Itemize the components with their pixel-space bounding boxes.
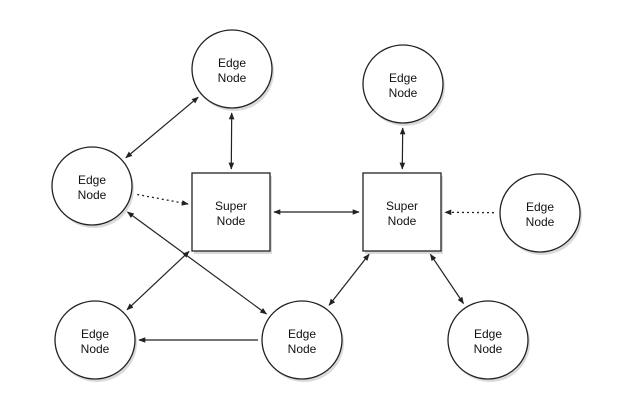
node-label-line: Node (389, 86, 418, 100)
node-label-line: Edge (81, 327, 109, 341)
edge-node-circle (447, 300, 529, 380)
connection-super-right-to-edge-bottom-middle (328, 253, 370, 306)
node-label-line: Node (217, 214, 246, 228)
connection-edge-top-left-to-edge-left (125, 96, 199, 159)
node-label-line: Edge (526, 200, 554, 214)
edge-node-circle (362, 44, 444, 124)
edge-node-circle (191, 29, 273, 109)
edge-node-circle (499, 173, 581, 253)
node-label-line: Super (215, 199, 247, 213)
node-label-line: Node (526, 215, 555, 229)
connection-super-left-to-edge-bottom-left (126, 250, 190, 311)
node-label-line: Node (78, 188, 107, 202)
node-label-line: Edge (218, 56, 246, 70)
super-node-box (191, 172, 271, 252)
node-label-line: Edge (288, 327, 316, 341)
edge-node-circle (54, 300, 136, 380)
edge-node-circle (261, 300, 343, 380)
node-label-line: Edge (389, 71, 417, 85)
node-label-line: Edge (474, 327, 502, 341)
connection-edge-left-to-edge-bottom-middle (126, 211, 268, 315)
node-label-line: Node (388, 214, 417, 228)
connections-layer (125, 96, 495, 343)
node-label-line: Super (386, 199, 418, 213)
edge-node-circle (51, 146, 133, 226)
node-label-line: Edge (78, 173, 106, 187)
connection-super-right-to-edge-bottom-right (429, 253, 464, 305)
node-label-line: Node (288, 342, 317, 356)
node-label-line: Node (218, 71, 247, 85)
super-node-box (362, 172, 442, 252)
node-label-line: Node (474, 342, 503, 356)
node-label-line: Node (81, 342, 110, 356)
connection-edge-left-to-super-left (137, 193, 189, 206)
